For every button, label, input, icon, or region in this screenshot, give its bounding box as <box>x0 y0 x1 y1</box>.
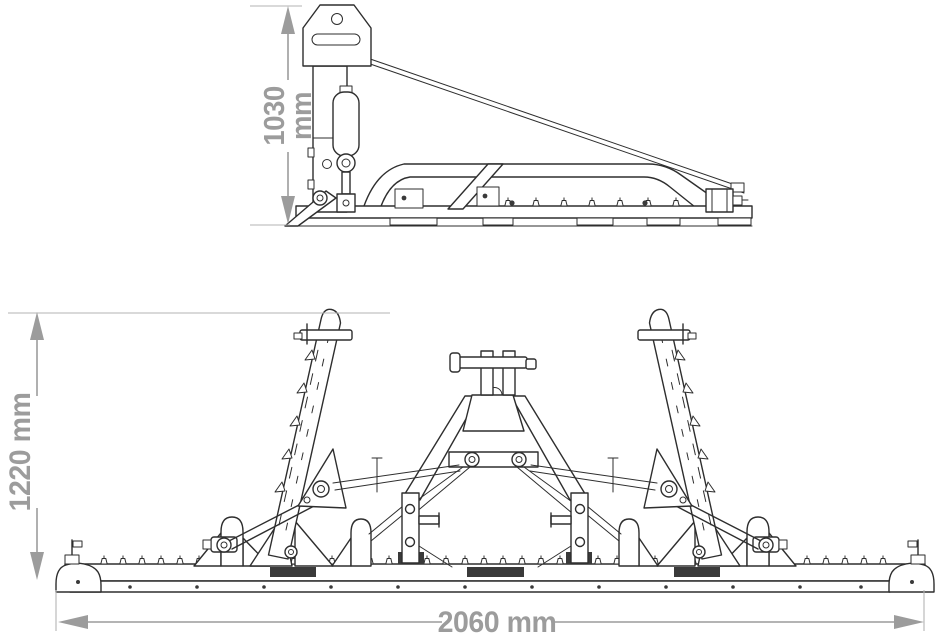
dimension-front-width: 2060 mm <box>55 590 925 638</box>
lower-hitch-post <box>398 492 453 568</box>
arrow-left-icon <box>58 615 88 629</box>
side-view <box>284 4 753 227</box>
dimension-label-side-height: 1030mm <box>257 86 317 145</box>
frame-rail <box>363 163 709 210</box>
arrow-up-icon <box>281 6 295 34</box>
dimension-side-height: 1030mm <box>250 5 317 226</box>
cutting-blade <box>284 190 337 227</box>
arrow-down-icon <box>30 552 44 580</box>
hydraulic-cylinder <box>332 85 360 213</box>
arrow-down-icon <box>281 196 295 224</box>
tie-rod <box>348 51 745 194</box>
mount-plates <box>394 186 500 209</box>
arrow-right-icon <box>894 615 924 629</box>
dimension-front-height: 1220 mm <box>4 312 390 580</box>
leveling-arm-assembly <box>55 308 461 593</box>
arm-pivot-bracket <box>297 448 347 509</box>
front-view <box>55 308 935 593</box>
pivot-stand <box>193 516 271 567</box>
arrow-up-icon <box>30 312 44 340</box>
top-link-pin <box>455 356 528 369</box>
three-point-hitch <box>402 350 588 577</box>
base-skid <box>284 197 753 227</box>
diagonal-brace <box>447 163 504 210</box>
tie-rod-to-center <box>332 457 461 493</box>
right-end-fitting <box>705 188 749 213</box>
skid-shoe <box>55 562 102 593</box>
dimension-label-front-width: 2060 mm <box>438 606 557 638</box>
dimension-label-front-height: 1220 mm <box>4 393 37 512</box>
hitch-leg-right <box>510 395 588 501</box>
blade-strip <box>69 580 891 593</box>
hitch-gusset-plate <box>462 394 525 432</box>
mast-top-plate <box>302 4 372 67</box>
leveling-arm <box>267 308 353 560</box>
arm-top-bracket <box>299 329 353 341</box>
mid-post <box>350 518 372 567</box>
